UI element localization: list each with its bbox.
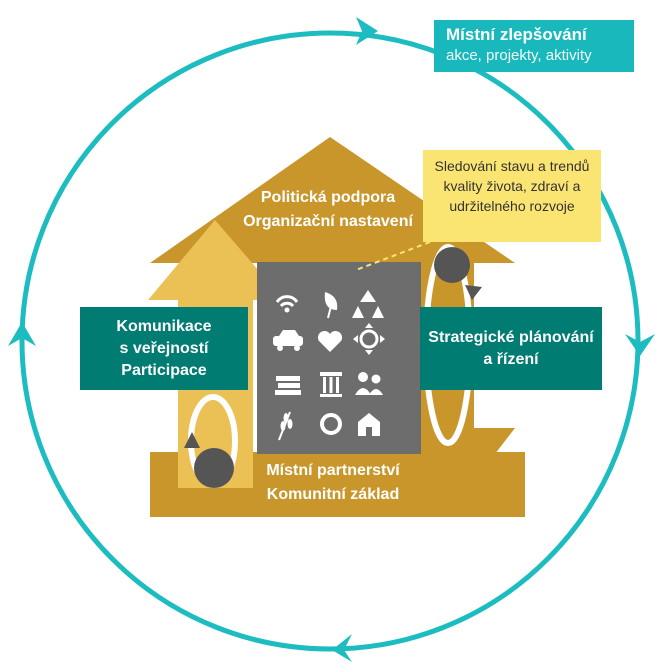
right-loop-ball — [434, 247, 470, 283]
icons-grid — [273, 290, 385, 441]
strategic-line-1: Strategické plánování — [428, 328, 594, 346]
cycle-arrow-bottom — [332, 634, 352, 662]
base-line-1: Místní partnerství — [266, 462, 400, 479]
car-icon — [273, 330, 303, 351]
left-loop-ball — [194, 448, 234, 488]
banner-title: Místní zlepšování — [446, 25, 587, 44]
strategic-planning-box: Strategické plánování a řízení — [420, 307, 602, 390]
base-label: Místní partnerství Komunitní základ — [238, 459, 428, 507]
banner-subtitle: akce, projekty, aktivity — [446, 47, 592, 64]
monitoring-note: Sledování stavu a trendů kvality života,… — [423, 150, 601, 242]
right-loop-arrowhead — [465, 285, 482, 300]
communication-line-2: s veřejností — [119, 339, 209, 357]
local-improvement-banner: Místní zlepšování akce, projekty, aktivi… — [434, 20, 634, 72]
recycle-icon — [352, 290, 384, 318]
leaf-icon — [324, 292, 338, 319]
house-icon — [358, 413, 380, 436]
left-loop-arrowhead — [184, 432, 200, 448]
roof-label: Politická podpora Organizační nastavení — [228, 186, 428, 234]
wheat-icon — [278, 411, 293, 441]
books-icon — [275, 376, 301, 395]
note-connector — [355, 241, 431, 271]
base-line-2: Komunitní základ — [266, 486, 400, 503]
cycle-arrow-top — [356, 17, 378, 45]
roof-line-2: Organizační nastavení — [243, 213, 413, 230]
column-icon — [320, 372, 342, 397]
strategic-line-2: a řízení — [483, 350, 539, 368]
wifi-icon — [275, 295, 299, 313]
people-icon — [355, 372, 383, 395]
circle-icon — [320, 413, 342, 435]
communication-line-3: Participace — [121, 361, 207, 379]
cycle-arrow-left — [8, 322, 36, 346]
heart-icon — [317, 330, 343, 352]
communication-box: Komunikace s veřejností Participace — [80, 307, 248, 390]
cycle-arrow-right — [625, 334, 655, 356]
direction-icon — [353, 323, 385, 355]
communication-line-1: Komunikace — [116, 317, 212, 335]
roof-line-1: Politická podpora — [260, 189, 396, 206]
